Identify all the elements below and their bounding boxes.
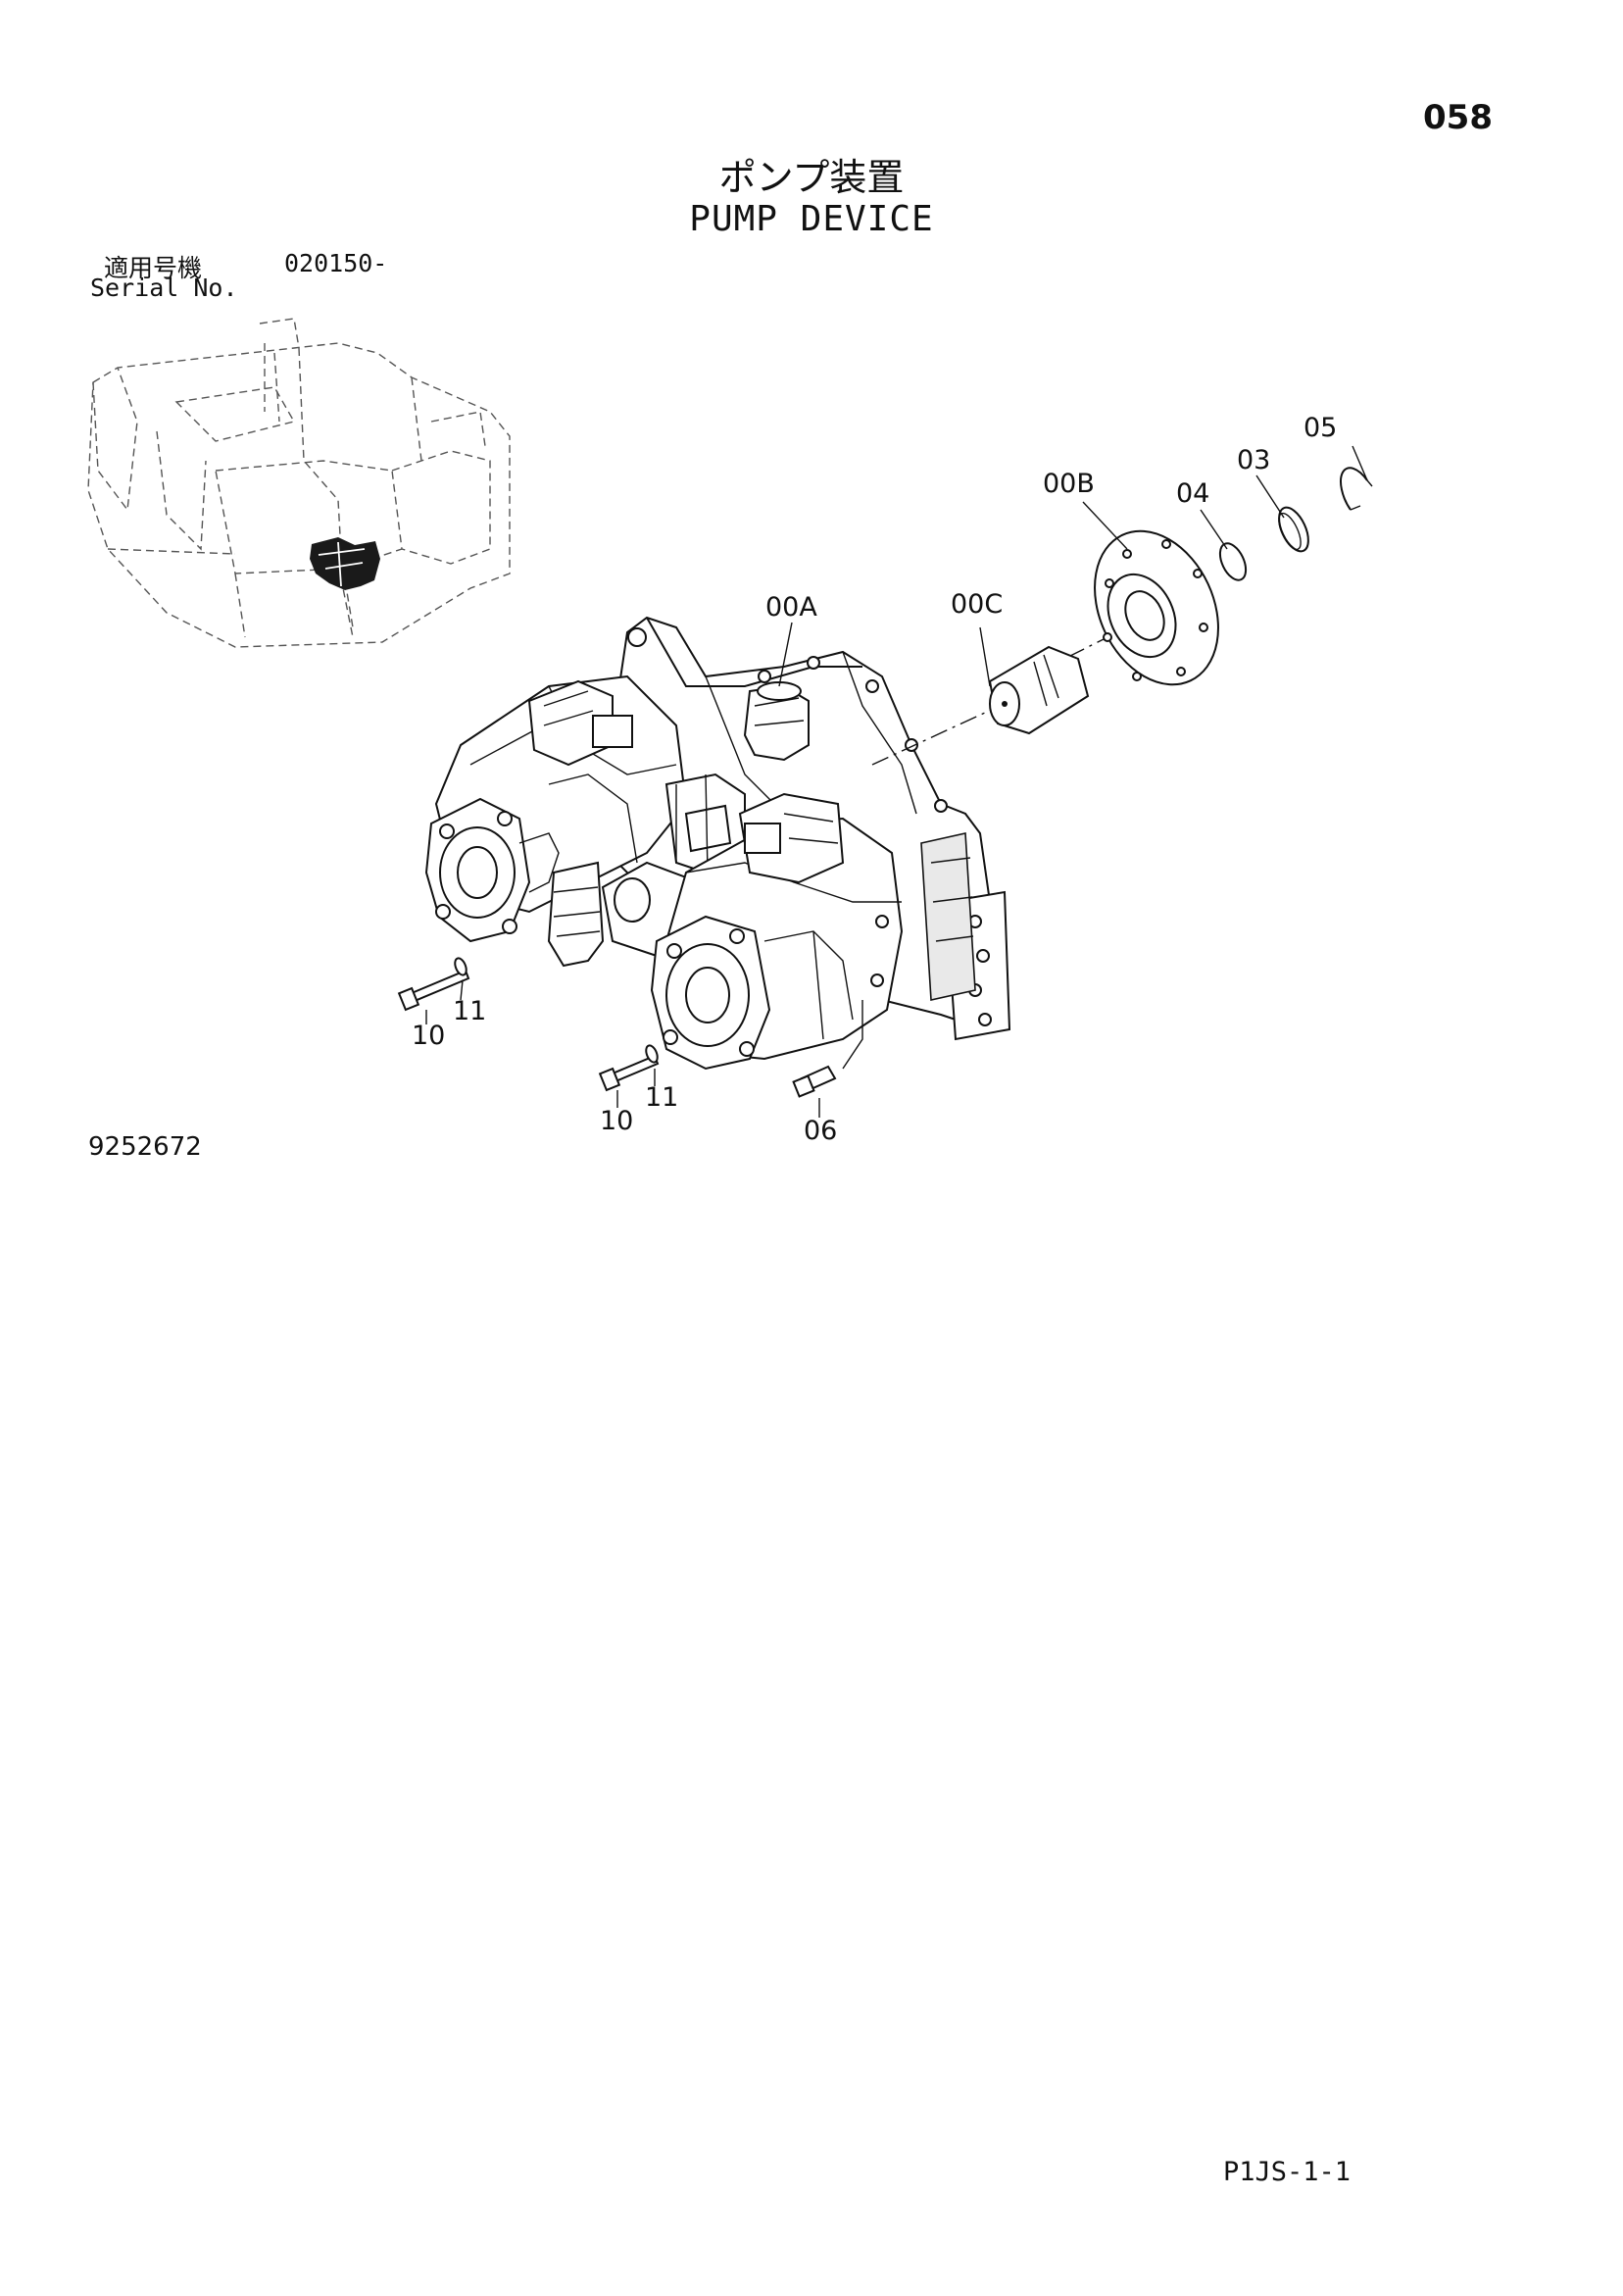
page-title-japanese: ポンプ装置 xyxy=(718,156,905,199)
drawing-number: 9252672 xyxy=(88,1132,202,1162)
serial-label: Serial No. xyxy=(90,274,238,302)
o-ring-04 xyxy=(1218,542,1248,581)
serial-label-japanese: 適用号機 xyxy=(104,254,203,282)
plug-06 xyxy=(792,1065,837,1098)
pump-location-marker xyxy=(310,537,380,590)
callout-05: 05 xyxy=(1303,413,1337,443)
callout-10-right: 10 xyxy=(600,1106,633,1136)
snap-ring-05 xyxy=(1340,467,1368,511)
callout-00A: 00A xyxy=(765,592,817,623)
callout-04: 04 xyxy=(1176,478,1209,509)
callout-00B: 00B xyxy=(1043,469,1095,499)
shaft-centerline xyxy=(871,705,1001,766)
callout-11-right: 11 xyxy=(645,1082,678,1113)
bolt-washer-left xyxy=(397,957,470,1012)
page-number: 058 xyxy=(1423,98,1493,137)
coupling-00C xyxy=(988,645,1090,735)
shaft-centerline-2 xyxy=(1067,626,1128,658)
callout-10-left: 10 xyxy=(412,1021,445,1051)
page-code: P1JS-1-1 xyxy=(1223,2157,1352,2187)
pump-assembly-00A xyxy=(424,616,1011,1071)
leader-lines xyxy=(425,445,1368,1118)
bolt-washer-right xyxy=(598,1044,660,1092)
callout-06: 06 xyxy=(804,1116,837,1146)
callout-03: 03 xyxy=(1237,445,1270,475)
serial-range: 020150- xyxy=(284,249,388,277)
machine-locator-illustration xyxy=(87,318,511,648)
callout-00C: 00C xyxy=(951,589,1003,620)
page-title: PUMP DEVICE xyxy=(689,199,934,239)
flange-00B xyxy=(1094,529,1219,686)
callout-11-left: 11 xyxy=(453,996,486,1026)
